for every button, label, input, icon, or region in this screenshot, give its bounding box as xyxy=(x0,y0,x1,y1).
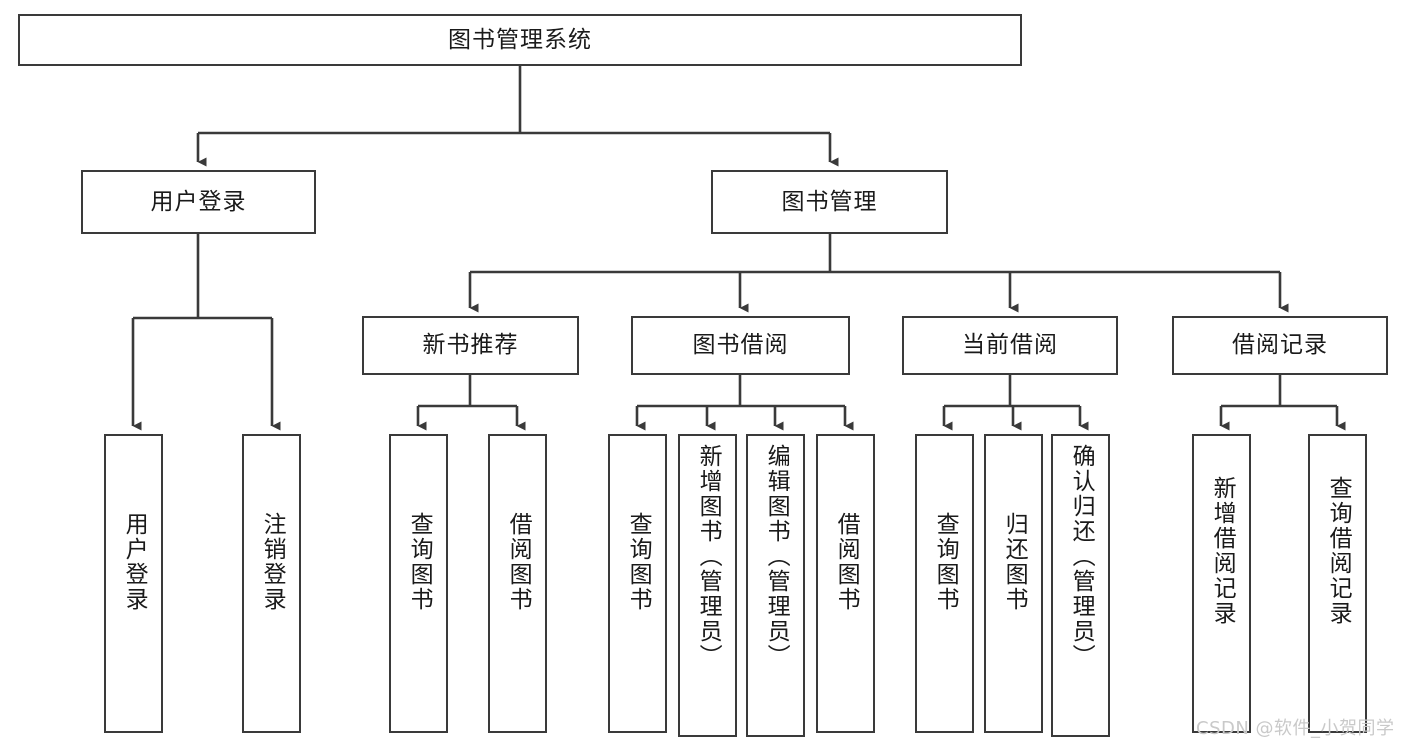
leaf-confirm-return[interactable]: 确认归还（管理员） xyxy=(1051,434,1110,737)
node-user-login[interactable]: 用户登录 xyxy=(81,170,316,234)
leaf-add-record[interactable]: 新增借阅记录 xyxy=(1192,434,1251,733)
leaf-query-record-label: 查询借阅记录 xyxy=(1325,476,1352,626)
node-book-manage-label: 图书管理 xyxy=(781,188,878,215)
node-current-borrow-label: 当前借阅 xyxy=(962,332,1058,358)
leaf-query-book-1[interactable]: 查询图书 xyxy=(389,434,448,733)
leaf-query-book-3[interactable]: 查询图书 xyxy=(915,434,974,733)
leaf-query-record[interactable]: 查询借阅记录 xyxy=(1308,434,1367,733)
leaf-add-book-label: 新增图书（管理员） xyxy=(695,444,722,669)
leaf-edit-book[interactable]: 编辑图书（管理员） xyxy=(746,434,805,737)
node-book-borrow[interactable]: 图书借阅 xyxy=(631,316,850,375)
node-new-book-recommend-label: 新书推荐 xyxy=(422,332,519,358)
node-user-login-label: 用户登录 xyxy=(150,188,247,215)
node-root[interactable]: 图书管理系统 xyxy=(18,14,1022,66)
leaf-logout-label: 注销登录 xyxy=(259,512,286,612)
leaf-edit-book-label: 编辑图书（管理员） xyxy=(763,444,790,669)
node-new-book-recommend[interactable]: 新书推荐 xyxy=(362,316,579,375)
leaf-query-book-2-label: 查询图书 xyxy=(625,512,652,612)
leaf-borrow-book-2[interactable]: 借阅图书 xyxy=(816,434,875,733)
node-borrow-record[interactable]: 借阅记录 xyxy=(1172,316,1388,375)
node-current-borrow[interactable]: 当前借阅 xyxy=(902,316,1118,375)
leaf-query-book-3-label: 查询图书 xyxy=(932,512,959,612)
leaf-borrow-book-1-label: 借阅图书 xyxy=(505,512,532,612)
node-book-manage[interactable]: 图书管理 xyxy=(711,170,948,234)
leaf-return-book[interactable]: 归还图书 xyxy=(984,434,1043,733)
leaf-borrow-book-2-label: 借阅图书 xyxy=(833,512,860,612)
leaf-query-book-2[interactable]: 查询图书 xyxy=(608,434,667,733)
leaf-return-book-label: 归还图书 xyxy=(1001,512,1028,612)
leaf-user-login-label: 用户登录 xyxy=(121,512,148,612)
node-root-label: 图书管理系统 xyxy=(448,26,592,53)
leaf-logout[interactable]: 注销登录 xyxy=(242,434,301,733)
node-book-borrow-label: 图书借阅 xyxy=(692,332,789,358)
leaf-add-record-label: 新增借阅记录 xyxy=(1209,476,1236,626)
node-borrow-record-label: 借阅记录 xyxy=(1232,332,1328,358)
leaf-borrow-book-1[interactable]: 借阅图书 xyxy=(488,434,547,733)
leaf-confirm-return-label: 确认归还（管理员） xyxy=(1068,444,1095,669)
csdn-watermark: CSDN @软件_小贺同学 xyxy=(1196,718,1395,739)
leaf-query-book-1-label: 查询图书 xyxy=(406,512,433,612)
leaf-user-login[interactable]: 用户登录 xyxy=(104,434,163,733)
leaf-add-book[interactable]: 新增图书（管理员） xyxy=(678,434,737,737)
